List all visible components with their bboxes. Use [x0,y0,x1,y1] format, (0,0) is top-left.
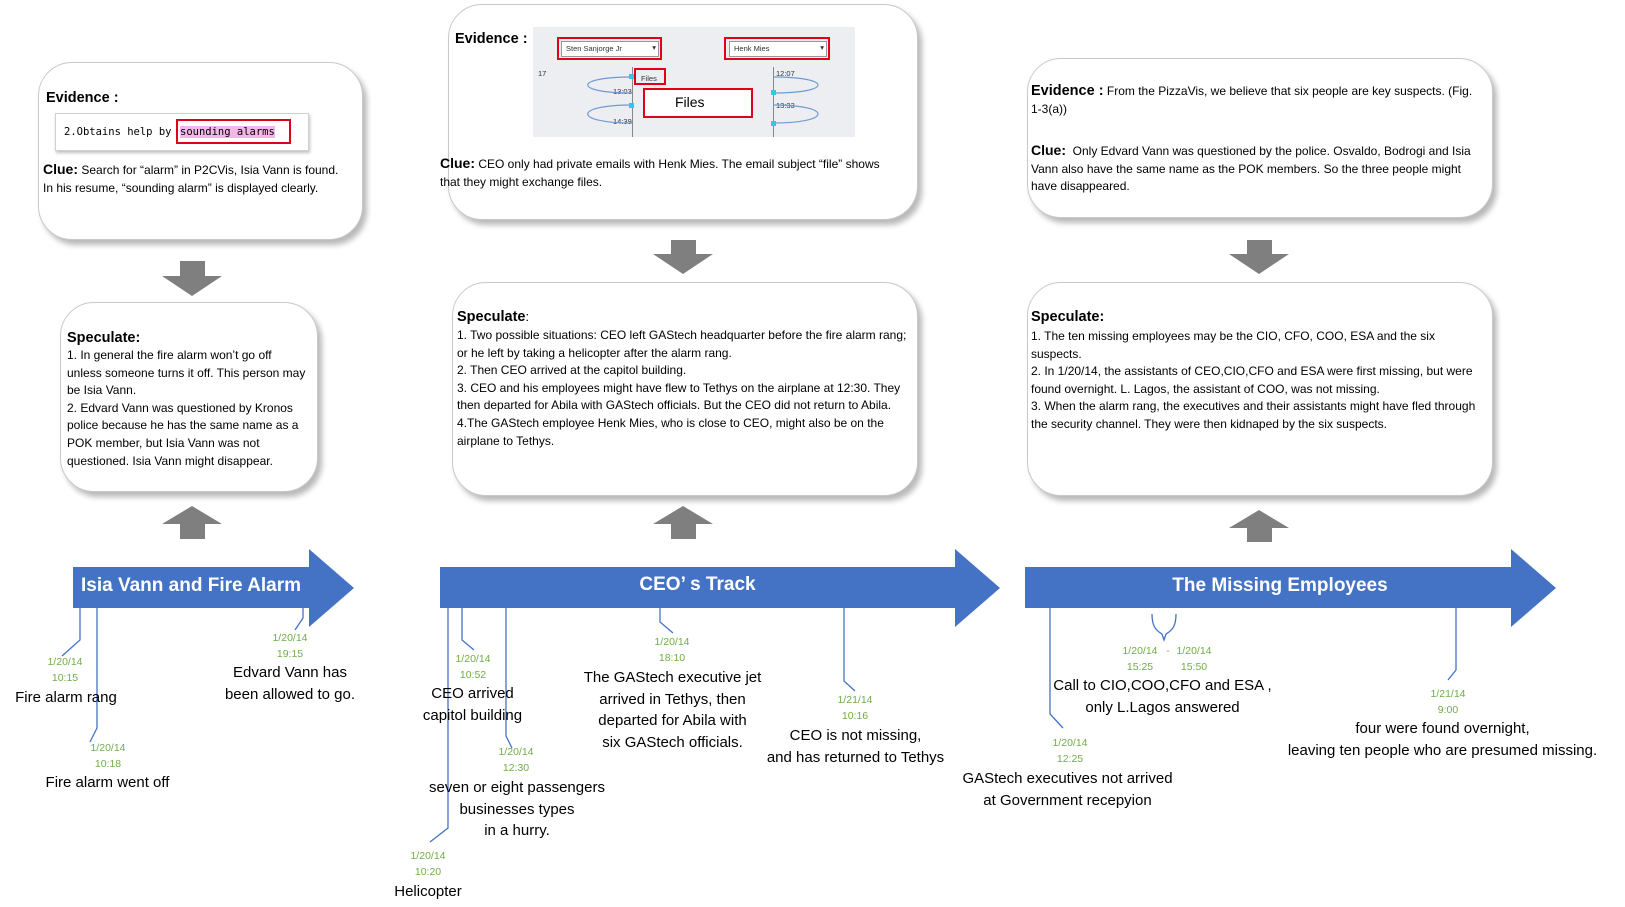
axis-line [773,67,774,137]
files-label-bg [645,89,753,117]
email-curves [587,74,819,126]
clue-3: Clue: Only Edvard Vann was questioned by… [1031,142,1471,194]
evidence-label-1: Evidence : [46,90,119,106]
red-box-recipient [724,37,830,60]
speculate-text-3: 1. The ten missing employees may be the … [1031,329,1476,431]
event-date: 1/20/14 19:15 [272,632,308,660]
red-box-sender [557,37,662,60]
event-label: four were found overnight, leaving ten p… [1287,720,1598,759]
chevron-down-icon: ▾ [820,43,824,52]
speculate-text-1: 1. In general the fire alarm won’t go of… [67,348,306,468]
event-label: Helicopter [394,883,462,900]
event-date: 1/21/14 10:16 [837,694,873,722]
event-date: 1/20/14 12:25 [1052,737,1088,765]
axis-line [632,67,633,137]
time-label: 14:39 [613,117,632,126]
down-arrow-3 [1229,240,1289,274]
leader-call-bracket [1151,613,1177,643]
timeline-arrow-3 [1025,549,1556,627]
event-label: Fire alarm rang [15,689,117,706]
leader-passengers [505,608,513,749]
speculate-text-2: 1. Two possible situations: CEO left GAS… [457,328,907,448]
event-label: GAStech executives not arrived at Govern… [962,770,1173,809]
red-box-files-small [634,68,666,85]
time-label: 13:03 [613,87,632,96]
snippet-red-box [176,119,291,144]
event-label: seven or eight passengers businesses typ… [429,779,605,839]
event-date: 1/20/14 10:15 [47,656,83,684]
dropdown-sender: Sten Sanjorge Jr ▾ [561,41,659,57]
down-arrow-2 [653,240,713,274]
event-date: 1/20/14 10:20 [410,850,446,878]
event-label: Call to CIO,COO,CFO and ESA , only L.Lag… [1053,677,1272,716]
evidence-image-2: Sten Sanjorge Jr ▾ Henk Mies ▾ 17 Files … [533,27,855,137]
leader-fire-alarm-off [89,608,98,743]
evidence-snippet-1: 2.Obtains help by sounding alarms . [55,113,309,151]
event-label: Fire alarm went off [45,774,170,791]
leader-ceo-capitol [461,608,475,651]
evidence-3: Evidence : From the PizzaVis, we believe… [1031,83,1473,116]
event-date: 1/20/14 15:50 [1176,645,1212,673]
time-label: Files [641,74,657,83]
red-box-files-big [643,88,753,118]
speculate-label-2: Speculate: [457,309,530,325]
arrow-title-2: CEO’ s Track [639,574,756,595]
leader-fire-alarm-rang [61,608,81,657]
event-date: 1/20/14 12:30 [498,746,534,774]
axis-left-label: 17 [538,69,547,78]
speculate-box-1: Speculate: 1. In general the fire alarm … [60,302,318,492]
clue-2: Clue: CEO only had private emails with H… [440,155,880,189]
event-label: Edvard Vann has been allowed to go. [224,664,356,703]
evidence-box-2: Evidence : Sten Sanjorge Jr ▾ Henk Mies … [440,4,918,220]
leader-helicopter [429,608,449,843]
files-big-label: Files [675,94,705,110]
speculate-box-2: Speculate: 1. Two possible situations: C… [452,282,918,496]
timeline-arrow-1 [73,549,354,627]
leader-ceo-returned [843,608,856,692]
leader-edvard [294,608,304,631]
snippet-prefix: 2.Obtains help by [64,126,172,138]
up-arrow-3 [1229,510,1289,542]
up-arrow-1 [162,506,222,539]
event-date: 1/20/14 10:18 [90,742,126,770]
speculate-label-3: Speculate: [1031,309,1105,325]
speculate-label-1: Speculate: [67,330,141,346]
timeline-arrow-2 [440,549,1000,627]
evidence-label-2: Evidence : [455,31,528,47]
event-label: CEO is not missing, and has returned to … [766,727,945,766]
dropdown-recipient: Henk Mies ▾ [729,41,827,57]
event-date: 1/20/14 10:52 [455,653,491,681]
leader-found-overnight [1447,608,1457,681]
arrow-title-3: The Missing Employees [1172,575,1388,596]
event-date: 1/20/14 18:10 [654,636,690,664]
event-date: 1/20/14 15:25 [1122,645,1158,673]
event-label: CEO arrived capitol building [422,685,523,724]
leader-jet [659,608,674,634]
speculate-box-3: Speculate: 1. The ten missing employees … [1027,282,1493,496]
up-arrow-2 [653,506,713,539]
snippet-highlight: sounding alarms [180,126,275,138]
leader-gov-reception [1049,608,1064,729]
range-dash: - [1166,645,1170,657]
down-arrow-1 [162,261,222,296]
evidence-box-1: Evidence : 2.Obtains help by sounding al… [38,62,363,240]
time-label: 12:07 [776,69,795,78]
event-label: The GAStech executive jet arrived in Tet… [583,669,762,751]
event-date: 1/21/14 9:00 [1430,688,1466,716]
chevron-down-icon: ▾ [652,43,656,52]
arrow-title-1: Isia Vann and Fire Alarm [81,575,301,596]
clue-1: Clue: Search for “alarm” in P2CVis, Isia… [43,161,339,195]
evidence-box-3: Evidence : From the PizzaVis, we believe… [1027,58,1493,218]
